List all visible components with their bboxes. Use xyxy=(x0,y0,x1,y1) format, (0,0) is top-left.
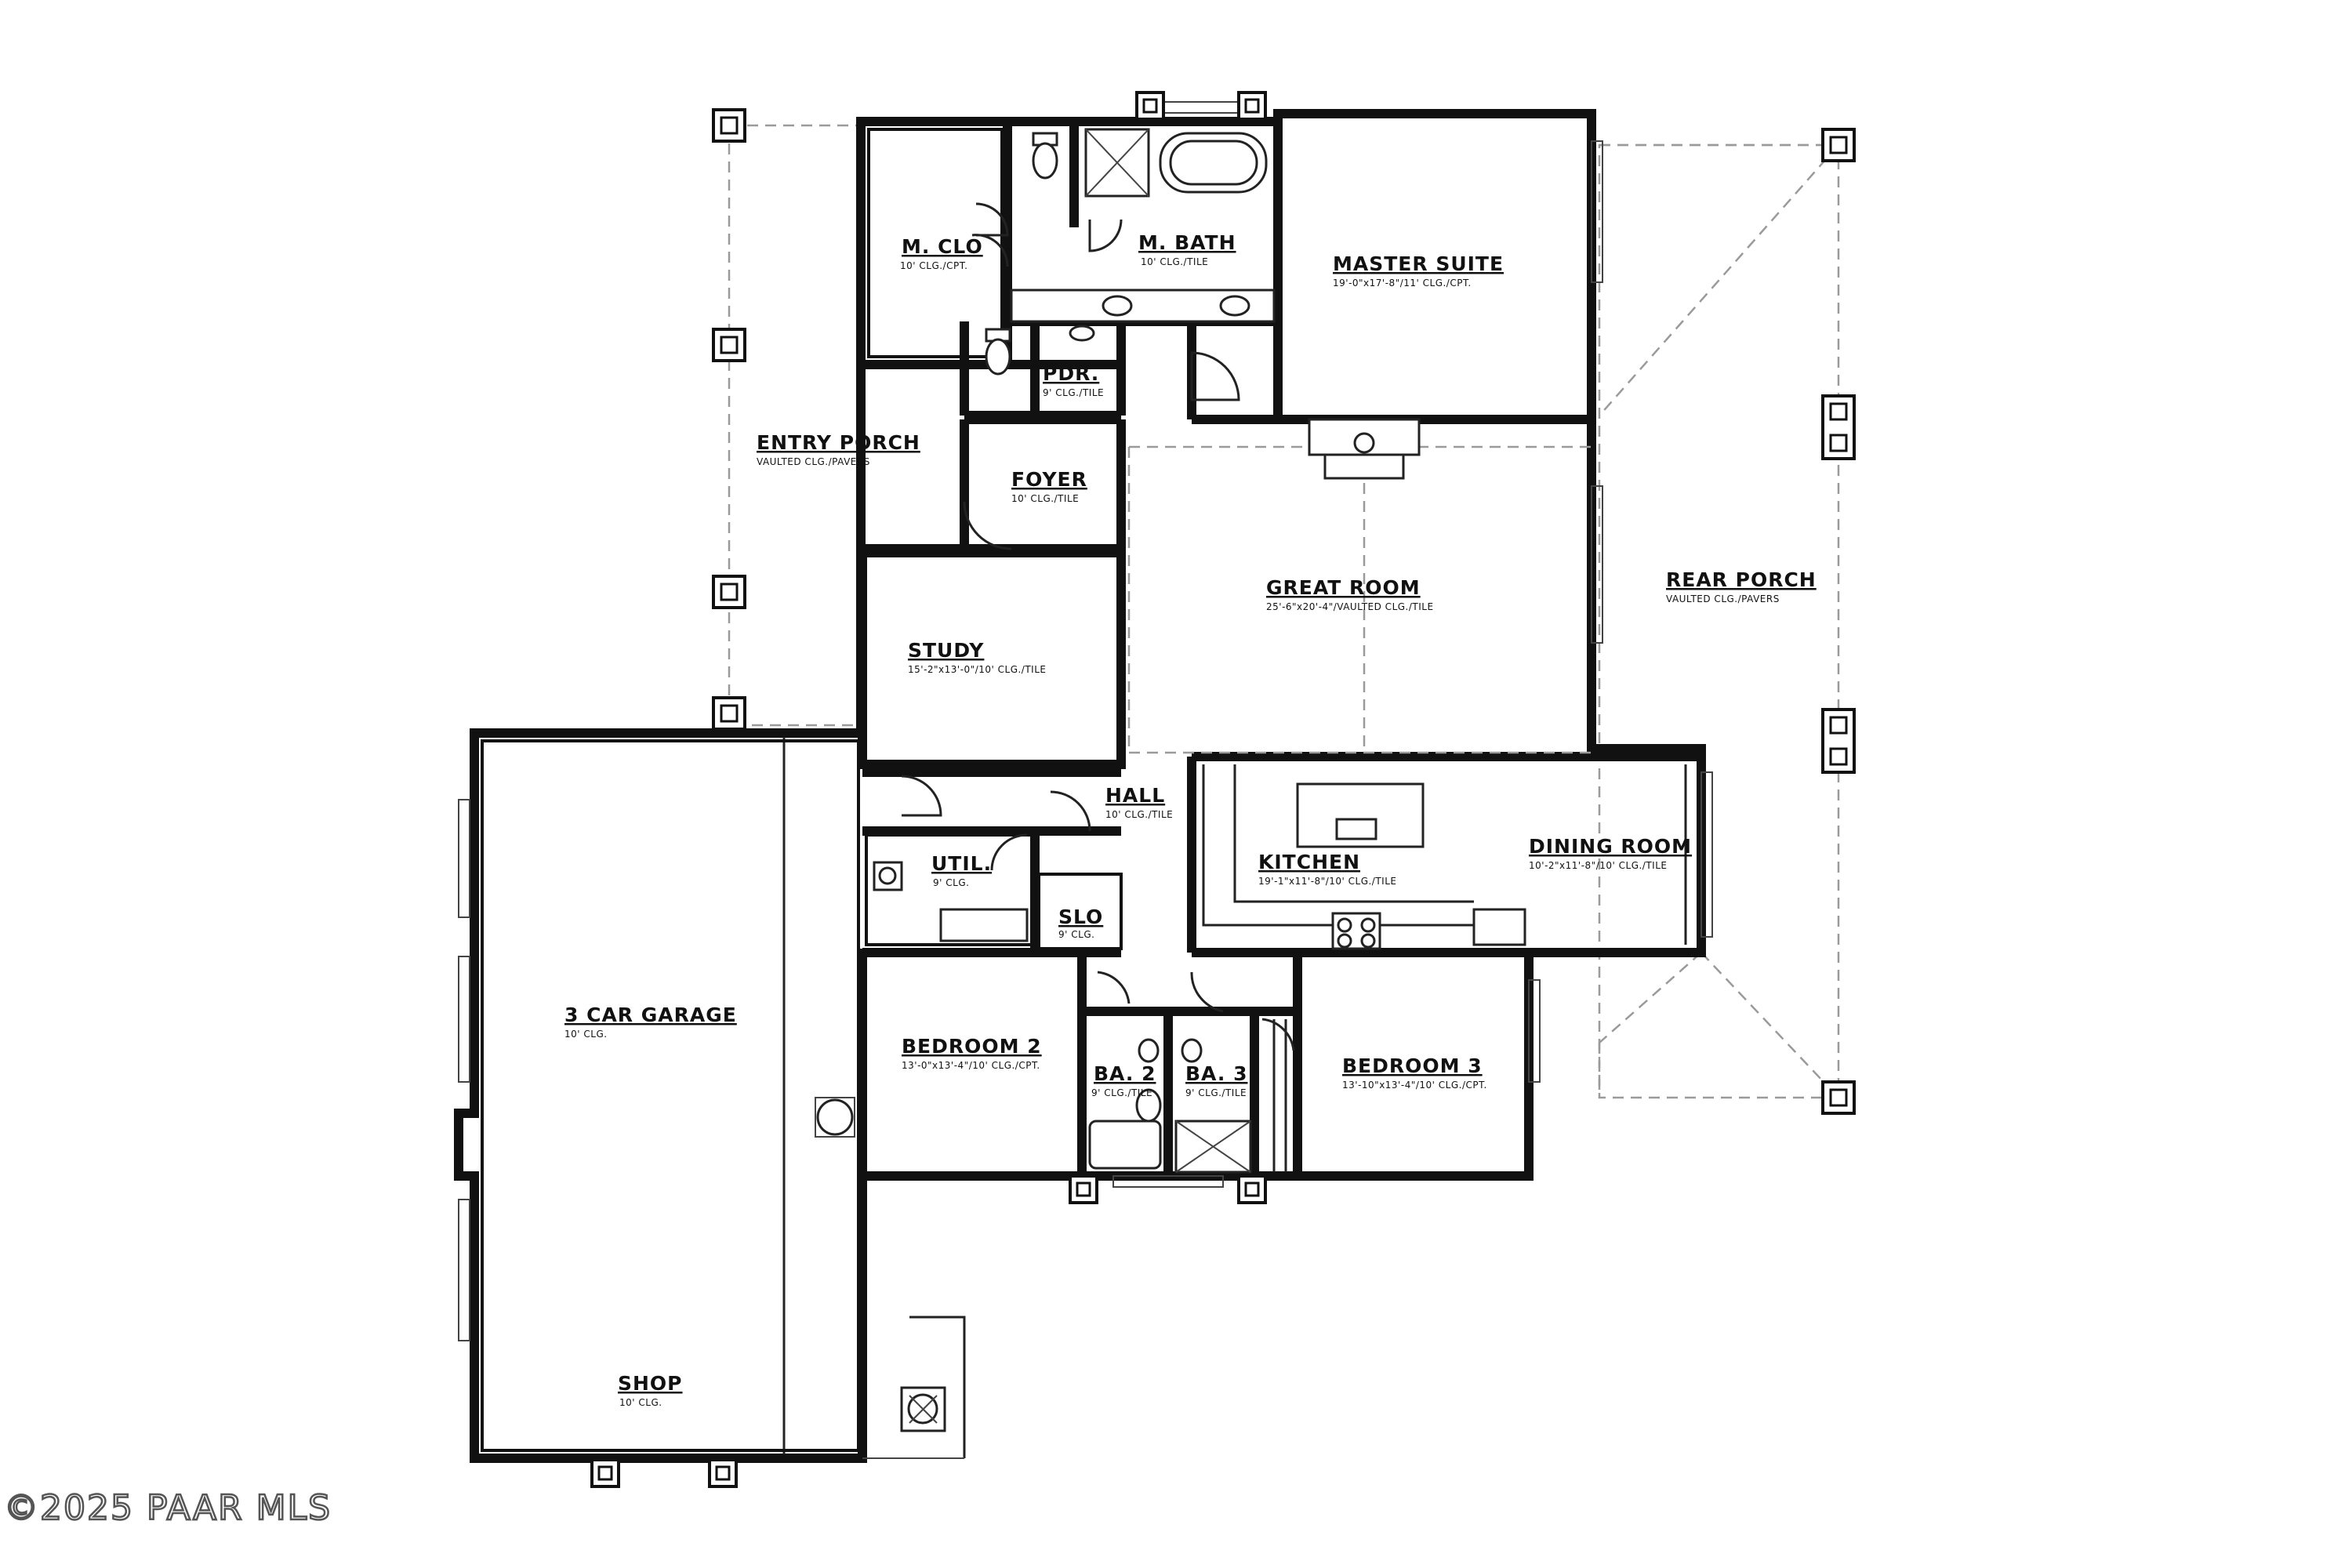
entry-porch-area xyxy=(728,124,862,727)
room-label-foyer: FOYER xyxy=(1011,468,1087,491)
room-spec-bedroom-2: 13'-0"x13'-4"/10' CLG./CPT. xyxy=(902,1060,1040,1071)
room-spec-foyer: 10' CLG./TILE xyxy=(1011,493,1079,504)
post xyxy=(712,328,746,362)
room-spec-kitchen: 19'-1"x11'-8"/10' CLG./TILE xyxy=(1258,876,1397,887)
post xyxy=(590,1458,620,1488)
room-spec-m-clo: 10' CLG./CPT. xyxy=(900,260,967,271)
room-label-dining-room: DINING ROOM xyxy=(1529,835,1692,858)
room-spec-entry-porch: VAULTED CLG./PAVERS xyxy=(757,456,870,467)
room-labels: M. CLO 10' CLG./CPT. M. BATH 10' CLG./TI… xyxy=(564,231,1817,1408)
room-label-shop: SHOP xyxy=(618,1372,683,1395)
porch-posts xyxy=(590,91,1856,1488)
room-label-garage: 3 CAR GARAGE xyxy=(564,1004,737,1026)
room-spec-ba-2: 9' CLG./TILE xyxy=(1091,1087,1152,1098)
post xyxy=(712,108,746,143)
post xyxy=(1237,91,1267,121)
room-spec-hall: 10' CLG./TILE xyxy=(1105,809,1173,820)
post xyxy=(1821,708,1856,774)
interior-walls xyxy=(481,122,1701,1454)
room-spec-master-suite: 19'-0"x17'-8"/11' CLG./CPT. xyxy=(1333,278,1472,289)
post xyxy=(712,696,746,731)
room-label-great-room: GREAT ROOM xyxy=(1266,576,1421,599)
room-label-m-clo: M. CLO xyxy=(902,235,983,258)
room-label-hall: HALL xyxy=(1105,784,1165,807)
doors xyxy=(901,202,1295,1051)
vanity-icon xyxy=(1010,289,1276,323)
post xyxy=(1821,1080,1856,1115)
room-spec-util: 9' CLG. xyxy=(933,877,969,888)
room-spec-bedroom-3: 13'-10"x13'-4"/10' CLG./CPT. xyxy=(1342,1080,1487,1091)
watermark: ©2025 PAAR MLS xyxy=(4,1488,332,1528)
post xyxy=(1821,128,1856,162)
room-label-util: UTIL. xyxy=(931,852,992,875)
room-spec-rear-porch: VAULTED CLG./PAVERS xyxy=(1666,593,1780,604)
room-spec-slo: 9' CLG. xyxy=(1058,929,1094,940)
room-label-slo: SLO xyxy=(1058,906,1103,928)
room-spec-ba-3: 9' CLG./TILE xyxy=(1185,1087,1247,1098)
room-label-m-bath: M. BATH xyxy=(1138,231,1236,254)
room-spec-dining-room: 10'-2"x11'-8"/10' CLG./TILE xyxy=(1529,860,1668,871)
windows xyxy=(458,101,1713,1341)
room-label-ba-3: BA. 3 xyxy=(1185,1062,1247,1085)
post xyxy=(708,1458,738,1488)
tub-icon xyxy=(1088,1120,1162,1170)
water-heater-icon xyxy=(816,1098,854,1136)
room-label-master-suite: MASTER SUITE xyxy=(1333,252,1504,275)
room-spec-m-bath: 10' CLG./TILE xyxy=(1141,256,1208,267)
post xyxy=(1821,394,1856,460)
room-label-rear-porch: REAR PORCH xyxy=(1666,568,1817,591)
room-label-study: STUDY xyxy=(908,639,984,662)
room-spec-garage: 10' CLG. xyxy=(564,1029,608,1040)
room-label-kitchen: KITCHEN xyxy=(1258,851,1360,873)
room-spec-pdr: 9' CLG./TILE xyxy=(1043,387,1104,398)
room-spec-shop: 10' CLG. xyxy=(619,1397,662,1408)
post xyxy=(1135,91,1165,121)
room-label-bedroom-2: BEDROOM 2 xyxy=(902,1035,1042,1058)
room-label-ba-2: BA. 2 xyxy=(1094,1062,1156,1085)
ceiling-lines xyxy=(1127,445,1592,754)
room-label-entry-porch: ENTRY PORCH xyxy=(757,431,920,454)
room-spec-great-room: 25'-6"x20'-4"/VAULTED CLG./TILE xyxy=(1266,601,1434,612)
post xyxy=(1069,1174,1098,1204)
post xyxy=(712,575,746,609)
room-spec-study: 15'-2"x13'-0"/10' CLG./TILE xyxy=(908,664,1047,675)
fixtures xyxy=(815,128,1687,1459)
room-label-bedroom-3: BEDROOM 3 xyxy=(1342,1054,1483,1077)
post xyxy=(1237,1174,1267,1204)
room-label-pdr: PDR. xyxy=(1043,362,1099,385)
